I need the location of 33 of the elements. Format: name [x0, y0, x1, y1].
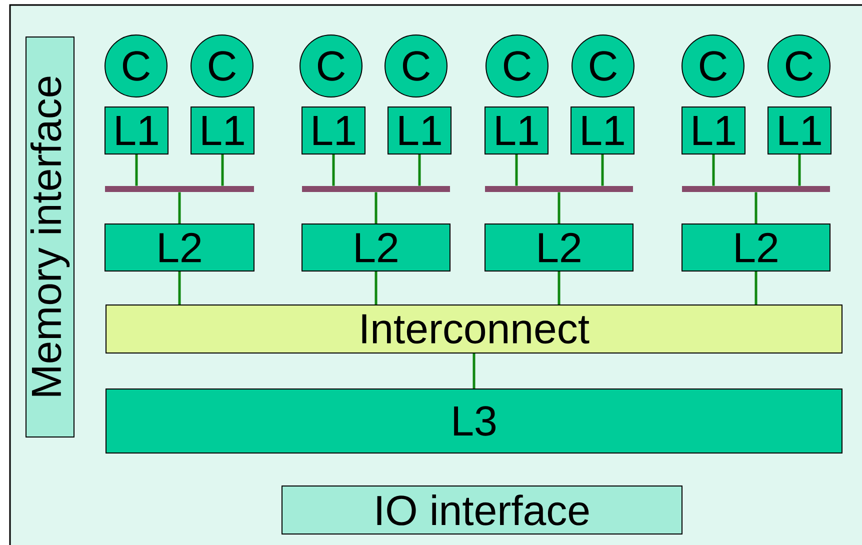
cache-box: L3 [106, 388, 842, 454]
connector-line [418, 154, 421, 186]
connector-line [221, 154, 224, 186]
cache-box: L1 [570, 106, 634, 154]
connector-line [472, 354, 476, 388]
cache-box: L2 [484, 224, 634, 272]
cache-box: L1 [190, 106, 254, 154]
connector-line [754, 192, 758, 224]
interface-box: IO interface [282, 486, 682, 534]
cache-box: L1 [484, 106, 548, 154]
connector-line [515, 154, 518, 186]
connector-line [798, 154, 801, 186]
cache-box: L2 [104, 224, 254, 272]
connector-line [374, 192, 378, 224]
interconnect-box: Interconnect [106, 304, 842, 354]
cache-box: L2 [682, 224, 830, 272]
connector-line [601, 154, 604, 186]
connector-line [332, 154, 335, 186]
cache-box: L1 [768, 106, 832, 154]
connector-line [178, 192, 181, 224]
interface-box: Memory interface [26, 36, 74, 438]
connector-line [558, 192, 560, 224]
cache-box: L1 [302, 106, 366, 154]
connector-line [712, 154, 715, 186]
cache-box: L1 [104, 106, 168, 154]
connector-line [754, 272, 758, 304]
connector-line [558, 272, 560, 304]
cache-box: L1 [388, 106, 452, 154]
connector-line [135, 154, 138, 186]
cache-box: L2 [302, 224, 450, 272]
connector-line [374, 272, 378, 304]
connector-line [178, 272, 181, 304]
cache-box: L1 [682, 106, 746, 154]
